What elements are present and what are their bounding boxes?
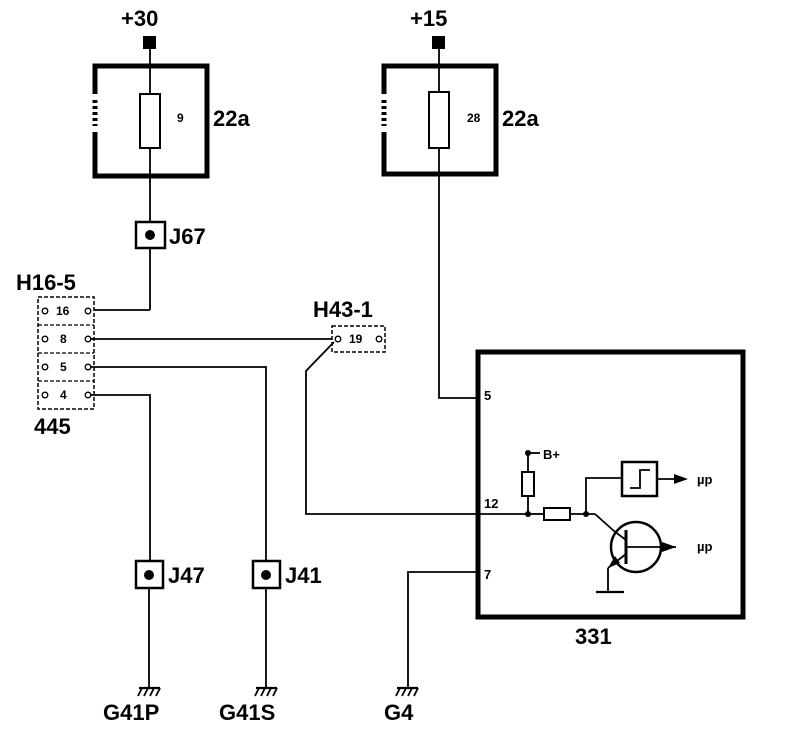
ground-g41p-label: G41P <box>103 700 159 725</box>
supply-plus30-terminal <box>143 36 156 49</box>
h43-pin-left-dot <box>334 335 342 343</box>
supply-plus15-terminal <box>432 36 445 49</box>
ground-g41p-symbol <box>137 686 161 697</box>
module-mu-bottom-label: µp <box>697 539 712 554</box>
module-331-box <box>475 349 746 620</box>
wire-h16-5-to-j41 <box>91 366 267 562</box>
arrow-in-bottom-icon <box>662 542 676 552</box>
h16-connector-block <box>37 296 95 410</box>
module-mu-top-label: µp <box>697 472 712 487</box>
module-pin-5-label: 5 <box>484 388 491 403</box>
fuse-left-element <box>139 93 161 149</box>
h16-pin-8: 8 <box>60 332 67 346</box>
connector-j67-label: J67 <box>169 224 206 249</box>
fuse-box-right <box>381 63 499 177</box>
ground-g41s-label: G41S <box>219 700 275 725</box>
series-resistor <box>543 507 571 521</box>
module-pin-12-label: 12 <box>484 496 498 511</box>
fuse-left-label: 22a <box>213 106 250 131</box>
h16-part-number: 445 <box>34 414 71 439</box>
ground-g4-symbol <box>395 686 419 697</box>
arrow-out-top-icon <box>674 474 688 484</box>
wire-h43-to-pin12 <box>305 341 528 515</box>
module-id-label: 331 <box>575 624 612 649</box>
module-pin-7-label: 7 <box>484 567 491 582</box>
wire-plus15-to-pin5 <box>438 49 478 399</box>
h16-pin-5: 5 <box>60 360 67 374</box>
supply-plus30-label: +30 <box>121 6 158 31</box>
fuse-right-label: 22a <box>502 106 539 131</box>
connector-j47-label: J47 <box>168 563 205 588</box>
h16-pin-4: 4 <box>60 388 67 402</box>
wire-pin7-to-g4 <box>407 571 478 688</box>
h43-title: H43-1 <box>313 297 373 322</box>
fuse-left-number: 9 <box>177 111 184 125</box>
h16-title: H16-5 <box>16 270 76 295</box>
fuse-right-element <box>428 91 450 149</box>
connector-j41-dot <box>261 570 271 580</box>
module-bplus-label: B+ <box>543 447 560 462</box>
connector-j47-dot <box>144 570 154 580</box>
h16-pin-16: 16 <box>56 304 70 318</box>
connector-j67-dot <box>145 230 155 240</box>
fuse-right-number: 28 <box>467 111 481 125</box>
ground-g41s-symbol <box>254 686 278 697</box>
wire-h16-4-to-j47 <box>91 394 151 562</box>
module-internal-circuit <box>521 450 688 594</box>
fuse-box-left <box>92 63 210 179</box>
pullup-resistor <box>521 471 535 497</box>
connector-j41-label: J41 <box>285 563 322 588</box>
supply-plus15-label: +15 <box>410 6 447 31</box>
ground-g4-label: G4 <box>384 700 414 725</box>
h43-pin-right-dot <box>375 335 383 343</box>
h43-pin-label: 19 <box>349 332 363 346</box>
